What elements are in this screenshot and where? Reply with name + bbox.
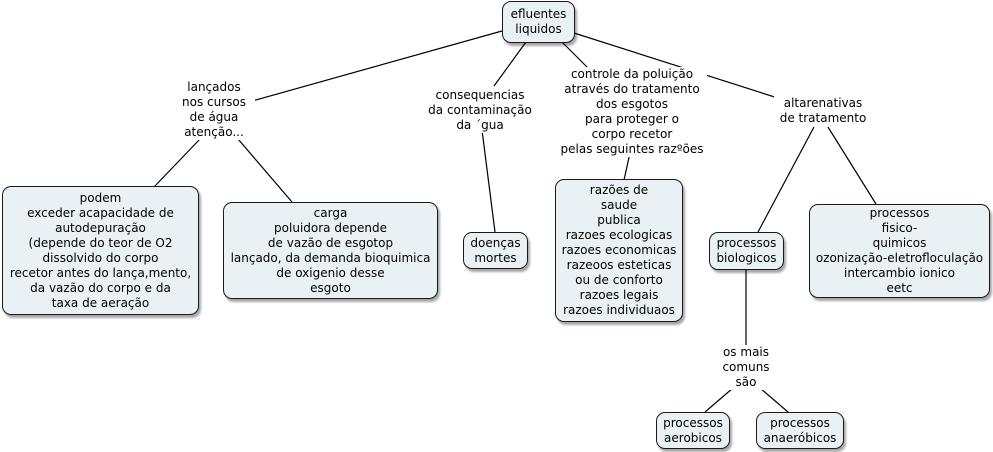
concept-podem[interactable]: podem exceder acapacidade de autodepuraç… (2, 186, 199, 315)
root-concept-efluentes[interactable]: efluentes liquidos (502, 1, 575, 43)
concept-razoes[interactable]: razões de saude publica razoes ecologica… (555, 179, 683, 322)
concept-processos-biologicos[interactable]: processos biologicos (709, 232, 784, 270)
linking-phrase-alternativas: altarenativas de tratamento (774, 96, 872, 126)
linking-phrase-lancados: lançados nos cursos de água atenção... (173, 80, 255, 140)
concept-carga[interactable]: carga poluidora depende de vazão de esgo… (223, 202, 438, 299)
linking-phrase-consequencias: consequencias da contaminação da ´gua (421, 88, 539, 133)
concept-processos-fisico-quimicos[interactable]: processos fisico- quimicos ozonização-el… (809, 204, 990, 298)
concept-processos-aerobicos[interactable]: processos aerobicos (656, 412, 730, 449)
linking-phrase-controle: controle da poluição através do tratamen… (557, 67, 707, 157)
concept-doencas[interactable]: doenças mortes (463, 232, 528, 269)
linking-phrase-comuns: os mais comuns são (718, 345, 774, 390)
concept-processos-anaerobicos[interactable]: processos anaeróbicos (756, 412, 844, 449)
